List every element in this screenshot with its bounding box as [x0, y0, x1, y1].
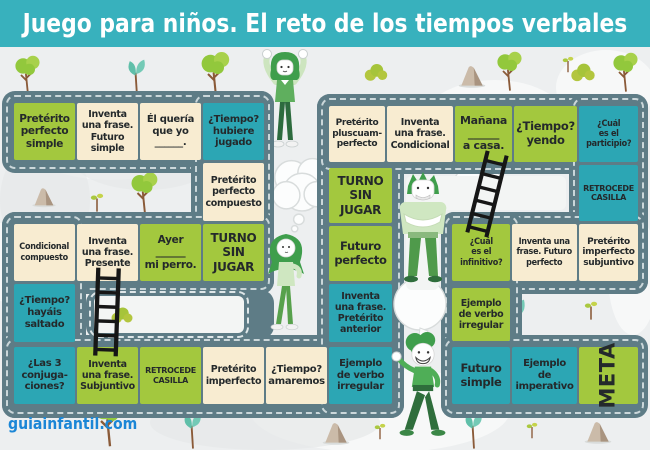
board-cell-26[interactable]: Pretérito imperfecto subjuntivo — [579, 224, 638, 281]
board-cell-11[interactable]: ¿Las 3 conjuga- ciones? — [14, 347, 75, 404]
rock-icon — [30, 184, 58, 208]
ladder-icon — [84, 265, 129, 358]
board-cell-22[interactable]: Mañana ______ a casa. — [455, 106, 512, 162]
board-cell-18[interactable]: Futuro perfecto — [329, 226, 392, 281]
sprout-icon — [526, 418, 538, 442]
board-cell-21[interactable]: Inventa una frase. Condicional — [387, 106, 453, 162]
board-cell-17[interactable]: Inventa una frase. Pretérito anterior — [329, 284, 392, 342]
rock-icon — [582, 416, 614, 446]
board-cell-14[interactable]: Pretérito imperfecto — [203, 347, 264, 404]
title-bar: Juego para niños. El reto de los tiempos… — [0, 0, 650, 47]
board-cell-24[interactable]: ¿Cuál es el participio? — [579, 106, 638, 162]
board-cell-7[interactable]: Ayer ______ mi perro. — [140, 224, 201, 281]
board-cell-29[interactable]: Ejemplo de verbo irregular — [452, 288, 510, 341]
boy-smiling-character — [391, 332, 446, 436]
speech-cloud-bubble — [271, 157, 330, 233]
board-cell-13[interactable]: RETROCEDE CASILLA — [140, 347, 201, 404]
board-cell-4[interactable]: ¿Tiempo? hubiere jugado — [203, 103, 264, 160]
board-cell-25[interactable]: RETROCEDE CASILLA — [579, 165, 638, 221]
bush-icon — [364, 62, 388, 82]
tree-icon — [130, 170, 160, 216]
board-cell-15[interactable]: ¿Tiempo? amaremos — [266, 347, 327, 404]
board-cell-1[interactable]: Pretérito perfecto simple — [14, 103, 75, 160]
board-cell-10[interactable]: ¿Tiempo? hayáis saltado — [14, 284, 75, 342]
board-cell-19[interactable]: TURNO SIN JUGAR — [329, 168, 392, 223]
sprout-icon — [584, 298, 598, 322]
board-cell-9[interactable]: Condicional compuesto — [14, 224, 75, 281]
board-cell-28[interactable]: ¿Cuál es el infinitivo? — [452, 224, 510, 281]
girl-arms-raised-character — [262, 49, 308, 148]
tree-icon — [612, 50, 640, 94]
board-cell-8[interactable]: Inventa una frase. Presente — [77, 224, 138, 281]
board-cell-12[interactable]: Inventa una frase. Subjuntivo — [77, 347, 138, 404]
board-cell-3[interactable]: Él quería que yo ______. — [140, 103, 201, 160]
board-cell-23[interactable]: ¿Tiempo? yendo — [514, 106, 577, 162]
board-cell-20[interactable]: Pretérito pluscuam- perfecto — [329, 106, 385, 162]
board-cell-2[interactable]: Inventa una frase. Futuro simple — [77, 103, 138, 160]
rock-icon — [456, 60, 488, 90]
board-cell-30[interactable]: Futuro simple — [452, 347, 510, 404]
board-cell-6[interactable]: TURNO SIN JUGAR — [203, 224, 264, 281]
board-cell-27[interactable]: Inventa una frase. Futuro perfecto — [512, 224, 577, 281]
tree-icon — [496, 48, 524, 94]
site-watermark: guiainfantil.com — [8, 414, 138, 433]
bush-icon — [570, 62, 596, 82]
board-cell-32[interactable]: META — [579, 342, 638, 409]
girl-hand-on-hip-character — [268, 234, 304, 331]
board-cell-5[interactable]: Pretérito perfecto compuesto — [203, 163, 264, 221]
page-title: Juego para niños. El reto de los tiempos… — [22, 8, 628, 39]
boy-arms-crossed-character — [399, 172, 447, 283]
board-cell-31[interactable]: Ejemplo de imperativo — [512, 347, 577, 404]
board-cell-16[interactable]: Ejemplo de verbo irregular — [329, 347, 392, 404]
sprout-icon — [90, 190, 104, 214]
rock-icon — [320, 418, 352, 446]
sprout-icon — [374, 420, 386, 442]
